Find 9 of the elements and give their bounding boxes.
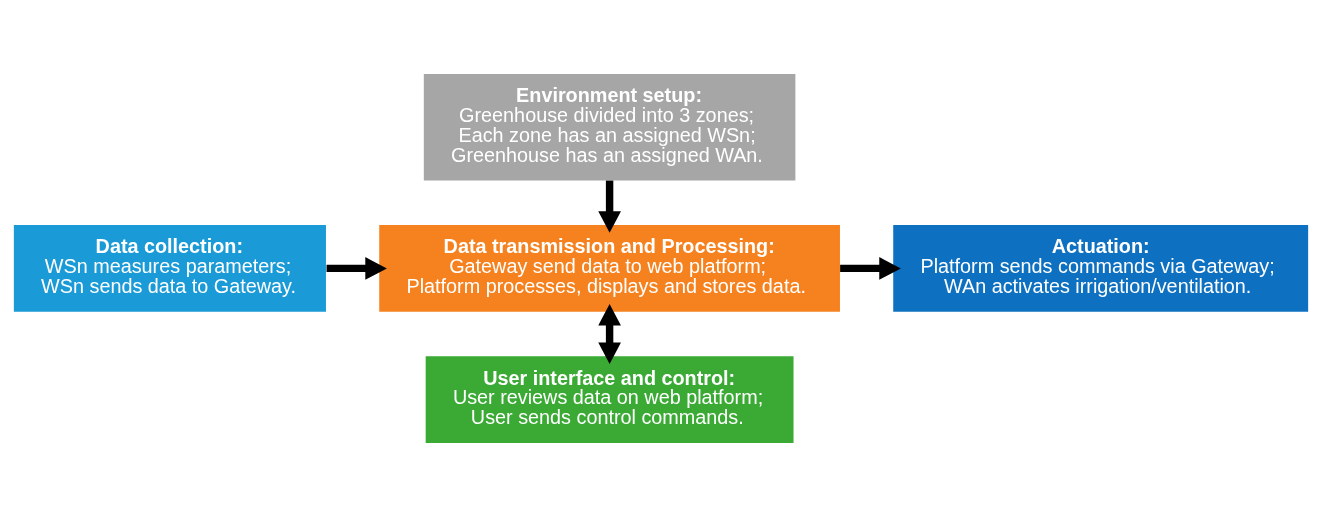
arrow	[598, 303, 621, 365]
node-box: User interface and control: User reviews data on web platform; User sends control commands.	[425, 356, 794, 444]
node-box: Data transmission and Processing: Gateway send data to web platform; Platform processes, displays and stores data.	[379, 225, 840, 312]
node-box: Data collection: WSn measures parameters; WSn sends data to Gateway.	[13, 225, 326, 312]
node-box: Actuation: Platform sends commands via Gateway; WAn activates irrigation/ventilation.	[893, 225, 1309, 312]
arrow	[598, 180, 621, 233]
arrow	[840, 257, 901, 280]
node-box: Environment setup: Greenhouse divided into 3 zones; Each zone has an assigned WSn; Greenhouse has an assigned WAn.	[423, 73, 796, 181]
arrow	[326, 257, 387, 280]
